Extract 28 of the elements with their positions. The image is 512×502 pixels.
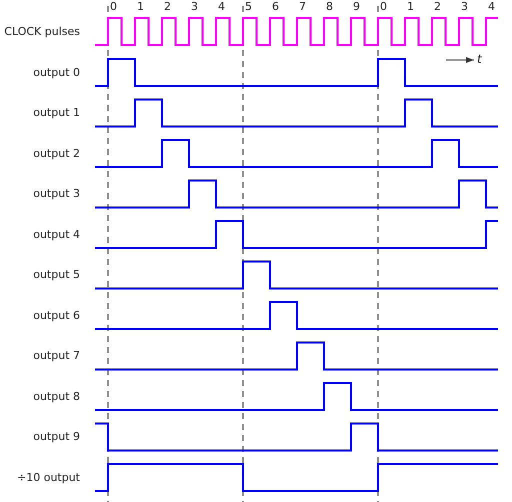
signal-label: output 6	[33, 310, 80, 320]
time-label: t	[477, 53, 482, 65]
clock-tick-number: 4	[218, 1, 225, 12]
signal-label: output 9	[33, 431, 80, 442]
signal-label: output 8	[33, 390, 80, 402]
clock-tick-number: 7	[299, 1, 306, 12]
clock-tick-number: 0	[380, 1, 387, 12]
signal-label: output 3	[33, 188, 80, 199]
clock-tick-number: 3	[191, 1, 198, 12]
clock-tick-number: 1	[137, 1, 144, 12]
signal-label: output 2	[33, 148, 80, 158]
clock-tick-number: 2	[434, 1, 441, 12]
clock-tick-number: 0	[110, 1, 117, 12]
signal-label: output 7	[33, 350, 80, 361]
signal-label: output 5	[33, 269, 80, 280]
clock-tick-number: 5	[245, 1, 252, 12]
signal-label: output 1	[33, 107, 80, 118]
clock-tick-number: 9	[353, 1, 360, 12]
clock-tick-number: 3	[461, 1, 468, 12]
signal-label: CLOCK pulses	[4, 26, 80, 36]
clock-tick-number: 1	[407, 1, 414, 12]
clock-tick-number: 6	[272, 1, 279, 12]
signal-label: output 0	[33, 66, 80, 78]
clock-tick-number: 4	[488, 1, 495, 12]
signal-label: output 4	[33, 228, 80, 240]
signal-label: ÷10 output	[17, 472, 80, 482]
clock-tick-number: 8	[326, 1, 333, 12]
clock-tick-number: 2	[164, 1, 171, 12]
